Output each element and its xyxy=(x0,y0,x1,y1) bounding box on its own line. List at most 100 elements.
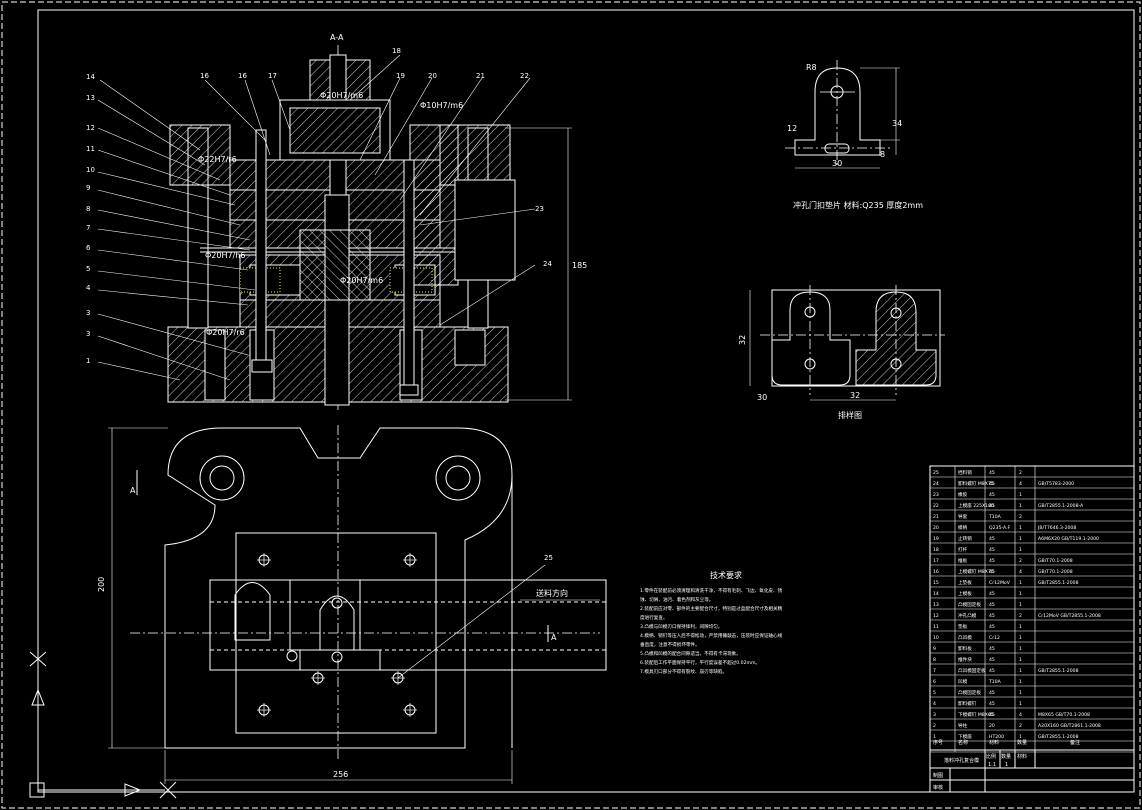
tech-note-line: 5.凸模和凹模的配合间隙适当，不得有卡滞现象。 xyxy=(640,650,741,657)
svg-text:Φ20H7/r6: Φ20H7/r6 xyxy=(206,328,245,337)
bom-cell: GB/T2855.1-2008-A xyxy=(1038,503,1084,509)
workpiece-caption: 冲孔门扣垫片 材料:Q235 厚度2mm xyxy=(793,200,923,210)
strip-layout: 32 32 30 排样图 xyxy=(738,285,945,420)
title-block-qty: 1 xyxy=(1005,762,1008,768)
bom-cell: 上模板 xyxy=(958,590,972,597)
tech-note-line: 2.装配前应对零、部件的主要配合尺寸，特别是过盈配合尺寸及相关精 xyxy=(640,605,783,612)
bom-cell: 垫板 xyxy=(958,623,968,630)
bom-cell: 凹模 xyxy=(958,678,968,685)
bom-cell: 1 xyxy=(1019,668,1022,674)
bom-cell: 45 xyxy=(989,624,995,630)
bom-header-qty: 数量 xyxy=(1017,739,1027,746)
bom-cell: 9 xyxy=(933,646,936,652)
bom-cell: 45 xyxy=(989,569,995,575)
bom-cell: 45 xyxy=(989,547,995,553)
bom-header-remark: 备注 xyxy=(1070,739,1080,746)
svg-text:185: 185 xyxy=(572,261,587,270)
title-block-name: 落料冲孔复合模 xyxy=(944,757,979,764)
plan-width-dim: 256 xyxy=(333,770,348,779)
part-label-25: 25 xyxy=(544,554,553,562)
part-label-14: 14 xyxy=(86,73,95,81)
bom-cell: 1 xyxy=(1019,547,1022,553)
strip-height-dim: 32 xyxy=(738,335,747,345)
bom-cell: 24 xyxy=(933,481,939,487)
part-label-7: 7 xyxy=(86,224,90,232)
tech-note-line: 7.模具刃口部分不得有裂纹、崩刃等缺陷。 xyxy=(640,668,727,675)
bom-header-no: 序号 xyxy=(933,739,943,746)
bom-cell: 模柄 xyxy=(958,524,968,531)
bom-cell: 1 xyxy=(1019,657,1022,663)
bom-cell: 1 xyxy=(1019,646,1022,652)
bom-header-material: 材料 xyxy=(989,739,999,746)
bom-cell: 10 xyxy=(933,635,939,641)
bom-cell: 45 xyxy=(989,536,995,542)
bom-cell: A6M6X20 GB/T119.1-2000 xyxy=(1038,536,1099,542)
bom-cell: 20 xyxy=(933,525,939,531)
bom-cell: 2 xyxy=(1019,558,1022,564)
bom-cell: 2 xyxy=(1019,470,1022,476)
bom-cell: 22 xyxy=(933,503,939,509)
svg-text:Φ20H7/m6: Φ20H7/m6 xyxy=(320,91,363,100)
strip-caption: 排样图 xyxy=(838,410,862,420)
plan-height-dim: 200 xyxy=(97,577,106,592)
bom-cell: 1 xyxy=(1019,734,1022,740)
title-block-checked: 审核 xyxy=(933,784,943,791)
bom-cell: 45 xyxy=(989,591,995,597)
title-block-material-label: 材料 xyxy=(1017,753,1027,760)
bom-cell: 1 xyxy=(933,734,936,740)
bom-cell: 1 xyxy=(1019,602,1022,608)
bom-cell: 3 xyxy=(933,712,936,718)
bom-cell: 打杆 xyxy=(958,546,968,553)
bom-cell: 下模螺钉 M8X65 xyxy=(958,711,994,718)
tech-note-line: 蚀、切屑、油污、着色剂和灰尘等。 xyxy=(640,596,714,603)
part-label-3a: 3 xyxy=(86,309,90,317)
part-label-11: 11 xyxy=(86,145,95,153)
bom-cell: 2 xyxy=(1019,514,1022,520)
bom-cell: 5 xyxy=(933,690,936,696)
svg-text:Φ20H7/m6: Φ20H7/m6 xyxy=(340,276,383,285)
part-label-3b: 3 xyxy=(86,330,90,338)
bom-cell: A20X160 GB/T2861.1-2008 xyxy=(1038,723,1101,729)
bom-cell: 卸料螺钉 M8X75 xyxy=(958,480,994,487)
bom-cell: 4 xyxy=(933,701,936,707)
view-mark-a-top: A xyxy=(130,486,136,495)
bom-cell: 45 xyxy=(989,470,995,476)
bom-cell: JB/T7646.3-2008 xyxy=(1037,525,1076,531)
bom-cell: 7 xyxy=(933,668,936,674)
bom-cell: 上模座 225X160 xyxy=(958,502,994,509)
bom-cell: 45 xyxy=(989,701,995,707)
bom-cell: 45 xyxy=(989,503,995,509)
bom-cell: 45 xyxy=(989,558,995,564)
bom-cell: 45 xyxy=(989,668,995,674)
view-mark-a-right: A xyxy=(551,633,557,642)
bom-cell: GB/T70.1-2008 xyxy=(1038,569,1073,575)
bom-cell: 16 xyxy=(933,569,939,575)
tech-note-line: 6.装配后工作平面保持平行，平行度误差不超过0.02mm。 xyxy=(640,659,760,666)
bom-cell: 12 xyxy=(933,613,939,619)
part-label-10: 10 xyxy=(86,166,95,174)
strip-pitch-dim: 32 xyxy=(850,391,860,400)
bom-cell: 23 xyxy=(933,492,939,498)
tech-note-line: 度进行复查。 xyxy=(640,614,668,621)
bom-cell: 15 xyxy=(933,580,939,586)
workpiece-drawing: R8 30 34 8 12 冲孔门扣垫片 材料:Q235 厚度2mm xyxy=(785,60,923,210)
bom-cell: 1 xyxy=(1019,580,1022,586)
svg-text:Φ20H7/h6: Φ20H7/h6 xyxy=(205,251,245,260)
feed-direction-label: 送料方向 xyxy=(536,588,568,598)
bom-cell: 21 xyxy=(933,514,939,520)
bom-cell: 导柱 xyxy=(958,722,968,729)
bom-cell: 冲孔凸模 xyxy=(958,612,977,619)
bom-cell: 上垫板 xyxy=(958,579,972,586)
title-block-scale-label: 比例 xyxy=(986,753,996,760)
bom-cell: 18 xyxy=(933,547,939,553)
bom-cell: 45 xyxy=(989,481,995,487)
bom-cell: T10A xyxy=(988,679,1002,685)
tech-note-line: 3.凸模与凹模刃口保持锋利，间隙均匀。 xyxy=(640,623,722,630)
bom-cell: 2 xyxy=(933,723,936,729)
bom-cell: 25 xyxy=(933,470,939,476)
bom-cell: 4 xyxy=(1019,481,1022,487)
title-block-qty-label: 数量 xyxy=(1001,753,1011,760)
bom-cell: Cr12MoV xyxy=(989,580,1011,586)
workpiece-small-dim: 8 xyxy=(880,150,885,159)
